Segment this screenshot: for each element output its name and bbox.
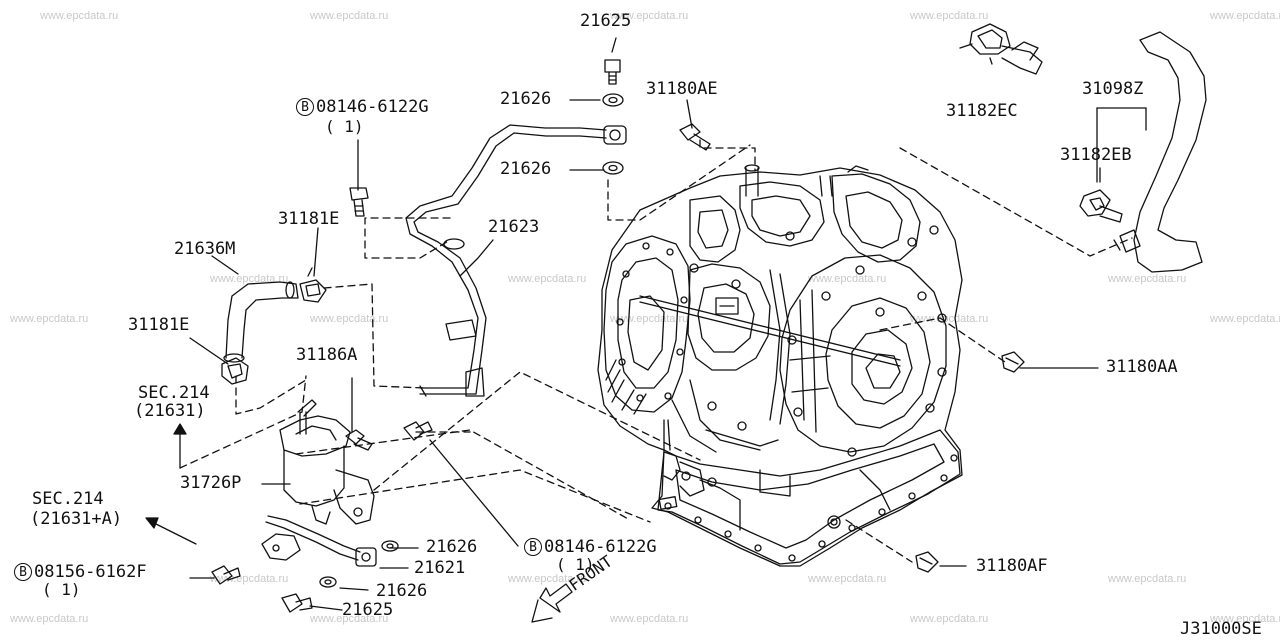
qty-08146-bottom: ( 1) — [556, 555, 595, 574]
label-sec214-a: SEC.214 — [138, 383, 210, 403]
label-sec214-a-sub: (21631) — [134, 401, 206, 421]
leader-lines — [189, 37, 1147, 611]
watermark: www.epcdata.ru — [808, 573, 887, 585]
label-31098Z: 31098Z — [1082, 79, 1144, 99]
front-arrow — [531, 583, 573, 623]
watermark: www.epcdata.ru — [210, 573, 289, 585]
label-21626-a: 21626 — [500, 89, 552, 109]
fasteners-top — [349, 59, 711, 217]
label-31180AA: 31180AA — [1106, 357, 1178, 377]
watermark: www.epcdata.ru — [10, 313, 89, 325]
watermark: www.epcdata.ru — [1108, 573, 1187, 585]
label-08146-top-text: 08146-6122G — [316, 97, 429, 117]
watermark: www.epcdata.ru — [610, 613, 689, 625]
watermark: www.epcdata.ru — [910, 10, 989, 22]
watermark: www.epcdata.ru — [40, 10, 119, 22]
label-sec214-b-sub: (21631+A) — [30, 509, 123, 529]
label-31182EC: 31182EC — [946, 101, 1018, 121]
label-21623: 21623 — [488, 217, 540, 237]
label-21621: 21621 — [414, 558, 466, 578]
label-31181E-b: 31181E — [128, 315, 190, 335]
watermark: www.epcdata.ru — [1108, 273, 1187, 285]
tube-21623 — [405, 124, 627, 397]
watermark: www.epcdata.ru — [1210, 313, 1280, 325]
label-31180AE: 31180AE — [646, 79, 718, 99]
watermark: www.epcdata.ru — [808, 273, 887, 285]
bolt-circle-icon: B — [524, 538, 542, 556]
clamp-31182EB — [1079, 189, 1123, 223]
qty-08156: ( 1) — [42, 580, 81, 599]
label-21626-b: 21626 — [500, 159, 552, 179]
tube-21621 — [261, 515, 399, 588]
label-21636M: 21636M — [174, 239, 236, 259]
watermark: www.epcdata.ru — [310, 313, 389, 325]
watermark: www.epcdata.ru — [910, 313, 989, 325]
label-31180AF: 31180AF — [976, 556, 1048, 576]
watermark: www.epcdata.ru — [910, 613, 989, 625]
qty-08146-top: ( 1) — [325, 117, 364, 136]
sec-arrow-left — [145, 517, 197, 545]
label-21626-d: 21626 — [376, 581, 428, 601]
watermark: www.epcdata.ru — [508, 273, 587, 285]
watermark: www.epcdata.ru — [508, 573, 587, 585]
hose-31098Z — [1113, 31, 1207, 273]
label-08146-bottom-text: 08146-6122G — [544, 537, 657, 557]
filter-31726P — [279, 399, 375, 525]
transmission-case — [597, 164, 963, 567]
label-31181E-a: 31181E — [278, 209, 340, 229]
label-31186A: 31186A — [296, 345, 358, 365]
watermark: www.epcdata.ru — [310, 10, 389, 22]
watermark: www.epcdata.ru — [610, 10, 689, 22]
watermark: www.epcdata.ru — [1210, 613, 1280, 625]
label-21626-c: 21626 — [426, 537, 478, 557]
watermark: www.epcdata.ru — [310, 613, 389, 625]
assembly-lines — [179, 139, 1133, 563]
clamp-31182EC — [959, 23, 1043, 75]
label-08156-text: 08156-6162F — [34, 562, 147, 582]
label-21625-bottom: 21625 — [342, 600, 394, 620]
label-21625-top: 21625 — [580, 11, 632, 31]
diagram-code: J31000SE — [1180, 619, 1262, 639]
watermark: www.epcdata.ru — [1210, 10, 1280, 22]
hose-21636M — [221, 267, 327, 385]
watermark: www.epcdata.ru — [210, 273, 289, 285]
label-31182EB: 31182EB — [1060, 145, 1132, 165]
bolt-circle-icon: B — [296, 98, 314, 116]
fasteners-lower — [211, 351, 1025, 613]
watermark: www.epcdata.ru — [10, 613, 89, 625]
label-31726P: 31726P — [180, 473, 242, 493]
bolt-circle-icon: B — [14, 563, 32, 581]
sec-arrow-up — [173, 423, 187, 469]
label-sec214-b: SEC.214 — [32, 489, 104, 509]
